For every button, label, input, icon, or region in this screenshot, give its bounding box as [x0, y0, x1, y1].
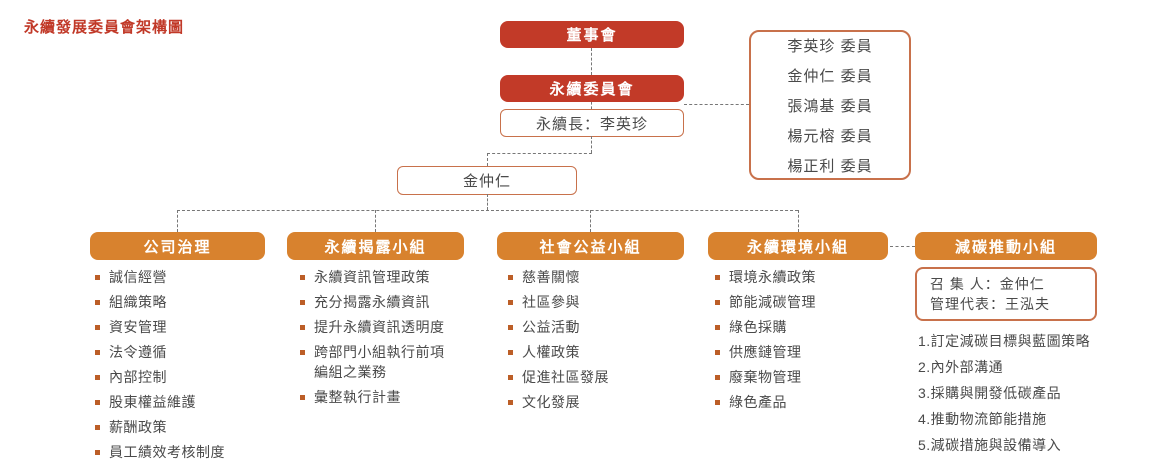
representative-line: 管理代表：王泓夫 [930, 296, 1050, 312]
connector-line [591, 136, 592, 153]
bullet-marker [300, 395, 305, 400]
connector-line [375, 210, 376, 232]
group-header-disclosure-team: 永續揭露小組 [287, 232, 464, 260]
group-header-environment-team: 永續環境小組 [708, 232, 888, 260]
org-box-sustainability-committee: 永續委員會 [500, 75, 684, 102]
list-item: 供應鏈管理 [715, 342, 885, 362]
bullet-marker [715, 400, 720, 405]
member-item: 張鴻基 委員 [787, 97, 873, 115]
bullet-list-social-welfare-team: 慈善關懷 社區參與 公益活動 人權政策 促進社區發展 文化發展 [508, 267, 678, 417]
org-box-coordinator: 金仲仁 [397, 166, 577, 195]
list-item: 綠色產品 [715, 392, 885, 412]
numbered-item: 5.減碳措施與設備導入 [918, 437, 1062, 453]
bullet-marker [715, 275, 720, 280]
list-item: 組織策略 [95, 292, 265, 312]
list-item: 彙整執行計畫 [300, 387, 452, 407]
group-header-corporate-governance: 公司治理 [90, 232, 265, 260]
connector-line [177, 210, 798, 211]
bullet-marker [95, 400, 100, 405]
list-item: 廢棄物管理 [715, 367, 885, 387]
list-item: 資安管理 [95, 317, 265, 337]
connector-line [177, 210, 178, 232]
member-item: 楊元榕 委員 [787, 127, 873, 145]
list-item: 促進社區發展 [508, 367, 678, 387]
list-item: 節能減碳管理 [715, 292, 885, 312]
numbered-item: 1.訂定減碳目標與藍圖策略 [918, 333, 1091, 349]
bullet-marker [95, 300, 100, 305]
bullet-marker [95, 450, 100, 455]
carbon-team-task-list: 1.訂定減碳目標與藍圖策略 2.內外部溝通 3.採購與開發低碳產品 4.推動物流… [918, 331, 1090, 461]
group-header-carbon-reduction-team: 減碳推動小組 [915, 232, 1097, 260]
members-box: 李英珍 委員 金仲仁 委員 張鴻基 委員 楊元榕 委員 楊正利 委員 [749, 30, 911, 180]
connector-line [487, 194, 488, 210]
list-item: 永續資訊管理政策 [300, 267, 452, 287]
carbon-team-leaders-box: 召 集 人：金仲仁 管理代表：王泓夫 [915, 267, 1097, 321]
bullet-marker [300, 325, 305, 330]
page-title: 永續發展委員會架構圖 [24, 19, 185, 36]
bullet-marker [508, 325, 513, 330]
org-box-cso: 永續長：李英珍 [500, 109, 684, 137]
connector-line [590, 210, 591, 232]
bullet-list-disclosure-team: 永續資訊管理政策 充分揭露永續資訊 提升永續資訊透明度 跨部門小組執行前項編組之… [300, 267, 452, 412]
bullet-marker [715, 300, 720, 305]
connector-line [798, 210, 799, 232]
list-item: 環境永續政策 [715, 267, 885, 287]
connector-line [591, 48, 592, 75]
list-item: 公益活動 [508, 317, 678, 337]
list-item: 社區參與 [508, 292, 678, 312]
numbered-item: 4.推動物流節能措施 [918, 411, 1047, 427]
list-item: 股東權益維護 [95, 392, 265, 412]
group-header-social-welfare-team: 社會公益小組 [497, 232, 684, 260]
bullet-marker [508, 375, 513, 380]
list-item: 薪酬政策 [95, 417, 265, 437]
bullet-marker [508, 275, 513, 280]
bullet-list-environment-team: 環境永續政策 節能減碳管理 綠色採購 供應鏈管理 廢棄物管理 綠色產品 [715, 267, 885, 417]
bullet-marker [715, 375, 720, 380]
bullet-marker [95, 325, 100, 330]
bullet-marker [95, 275, 100, 280]
connector-line [591, 102, 592, 109]
bullet-marker [715, 350, 720, 355]
convener-line: 召 集 人：金仲仁 [930, 276, 1045, 292]
bullet-marker [715, 325, 720, 330]
member-item: 金仲仁 委員 [787, 67, 873, 85]
bullet-marker [300, 350, 305, 355]
org-box-board: 董事會 [500, 21, 684, 48]
connector-line [890, 246, 915, 247]
list-item: 慈善關懷 [508, 267, 678, 287]
list-item: 文化發展 [508, 392, 678, 412]
connector-line [487, 153, 592, 154]
numbered-item: 2.內外部溝通 [918, 359, 1004, 375]
member-item: 楊正利 委員 [787, 157, 873, 175]
list-item: 充分揭露永續資訊 [300, 292, 452, 312]
bullet-marker [95, 350, 100, 355]
list-item: 人權政策 [508, 342, 678, 362]
list-item: 法令遵循 [95, 342, 265, 362]
list-item: 跨部門小組執行前項編組之業務 [300, 342, 452, 382]
list-item: 內部控制 [95, 367, 265, 387]
bullet-marker [508, 300, 513, 305]
list-item: 員工績效考核制度 [95, 442, 265, 462]
member-item: 李英珍 委員 [787, 37, 873, 55]
bullet-marker [508, 400, 513, 405]
bullet-marker [300, 300, 305, 305]
connector-line [684, 104, 749, 105]
list-item: 綠色採購 [715, 317, 885, 337]
list-item: 提升永續資訊透明度 [300, 317, 452, 337]
numbered-item: 3.採購與開發低碳產品 [918, 385, 1062, 401]
bullet-marker [95, 425, 100, 430]
bullet-list-corporate-governance: 誠信經營 組織策略 資安管理 法令遵循 內部控制 股東權益維護 薪酬政策 員工績… [95, 267, 265, 467]
connector-line [487, 153, 488, 166]
list-item: 誠信經營 [95, 267, 265, 287]
bullet-marker [300, 275, 305, 280]
bullet-marker [508, 350, 513, 355]
bullet-marker [95, 375, 100, 380]
